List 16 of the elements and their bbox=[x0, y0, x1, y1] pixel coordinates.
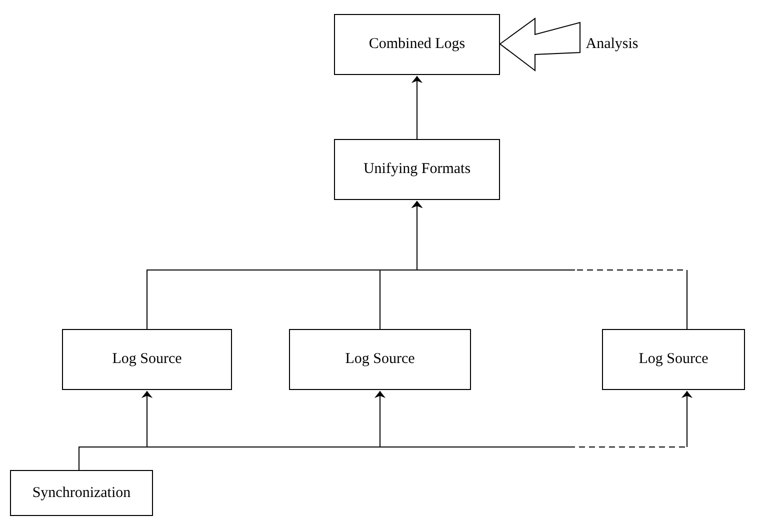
node-label: Log Source bbox=[638, 351, 708, 368]
arrow bbox=[380, 200, 423, 330]
node-label: Log Source bbox=[112, 351, 182, 368]
node-label: Analysis bbox=[586, 36, 638, 52]
node-label: Synchronization bbox=[32, 484, 131, 502]
process-box bbox=[10, 470, 153, 516]
node-label: Combined Logs bbox=[368, 36, 466, 53]
block-arrow bbox=[499, 18, 580, 72]
process-box bbox=[602, 329, 745, 390]
node-label: Unifying Formats bbox=[363, 161, 471, 178]
process-box bbox=[62, 329, 232, 390]
node-label: Log Source bbox=[345, 351, 415, 368]
process-box bbox=[289, 329, 471, 390]
process-box bbox=[334, 14, 500, 75]
process-box bbox=[334, 139, 500, 200]
arrow bbox=[411, 76, 423, 140]
